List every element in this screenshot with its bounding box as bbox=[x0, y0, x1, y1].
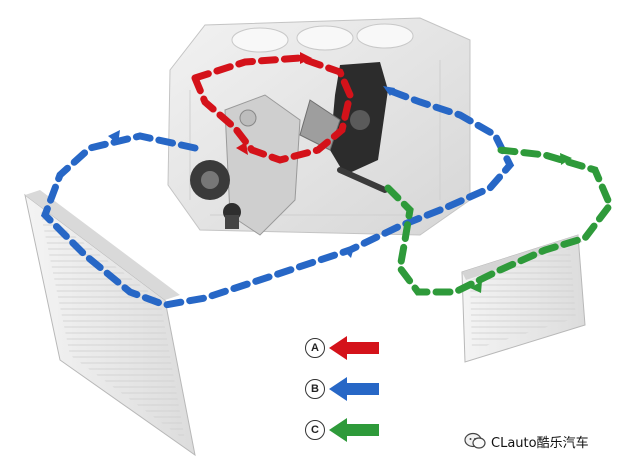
legend-item-b: B bbox=[305, 375, 395, 405]
legend-badge-c: C bbox=[305, 420, 325, 440]
circuit-a-arrowheads bbox=[236, 52, 312, 155]
auxiliary-radiator bbox=[461, 234, 586, 363]
legend-item-a: A bbox=[305, 334, 395, 364]
wechat-icon bbox=[464, 432, 486, 449]
circuit-c-path bbox=[384, 146, 615, 296]
circuit-b-path bbox=[40, 86, 515, 309]
legend-arrow-a-icon bbox=[329, 336, 379, 360]
legend-item-c: C bbox=[305, 416, 395, 446]
watermark: CLauto酷乐汽车 bbox=[458, 430, 595, 452]
main-radiator bbox=[24, 190, 196, 457]
legend-arrow-b-icon bbox=[329, 377, 379, 401]
water-pump bbox=[190, 94, 301, 236]
watermark-text: CLauto酷乐汽车 bbox=[491, 435, 589, 451]
legend-badge-b: B bbox=[305, 379, 325, 399]
legend-arrow-c-icon bbox=[329, 418, 379, 442]
legend-badge-a: A bbox=[305, 338, 325, 358]
circuit-c-arrowheads bbox=[470, 153, 572, 293]
circuit-b-arrowheads bbox=[108, 86, 395, 258]
circuit-a-path bbox=[191, 54, 354, 164]
